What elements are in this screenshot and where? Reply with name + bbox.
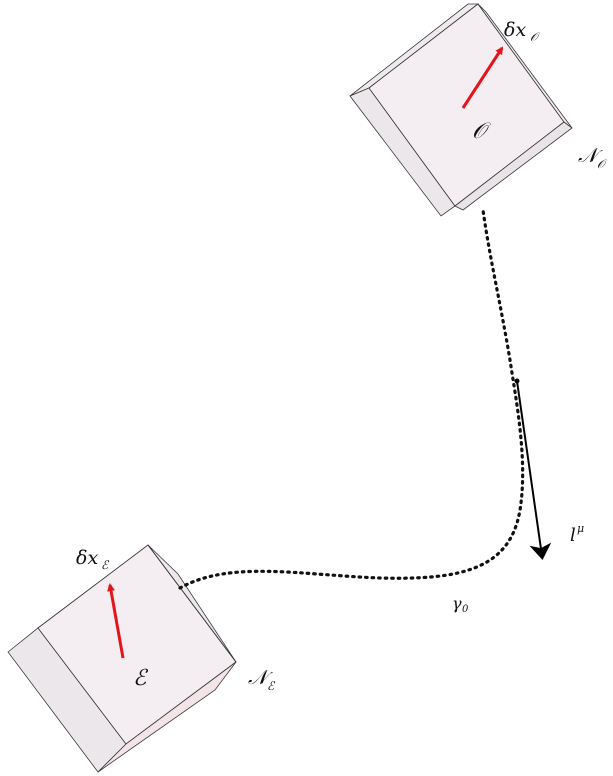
tangent-sup: μ xyxy=(577,522,584,535)
tangent-label: l xyxy=(570,525,576,546)
observer-box xyxy=(349,3,573,217)
emitter-displacement-label: δx xyxy=(76,547,98,569)
emitter-displacement-arrow xyxy=(107,583,125,659)
emitter-box-edge xyxy=(147,544,237,663)
emitter-displacement-sub: ℰ xyxy=(101,558,110,572)
tangent-base-point xyxy=(514,378,520,384)
null-geodesic-curve xyxy=(178,208,525,590)
observer-neighborhood-sub: 𝒪 xyxy=(597,157,608,171)
emitter-point-label: ℰ xyxy=(133,666,149,691)
tangent-vector-arrow xyxy=(516,380,552,560)
curve-label: γ xyxy=(452,594,462,613)
emitter-neighborhood-sub: ℰ xyxy=(267,679,276,693)
observer-displacement-label: δx xyxy=(504,19,526,41)
observer-displacement-sub: 𝒪 xyxy=(530,30,541,44)
observer-displacement-arrow xyxy=(461,46,504,109)
observer-box-bottom-face xyxy=(454,121,573,211)
emitter-box xyxy=(7,544,237,773)
curve-sub: 0 xyxy=(462,604,469,615)
